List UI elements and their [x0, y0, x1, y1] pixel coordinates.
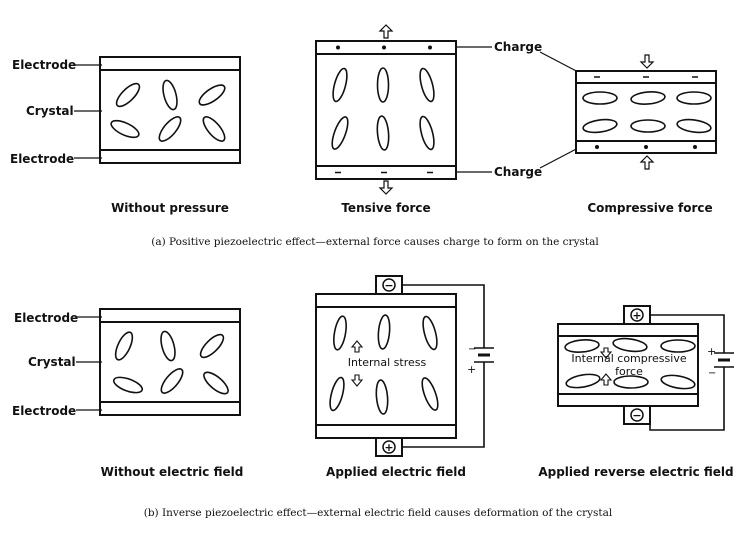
- title-without-pressure: Without pressure: [111, 201, 229, 215]
- battery-plus-sign: +: [467, 363, 476, 376]
- panel-b1-without-field: [99, 308, 241, 416]
- compression-arrow-up-icon: [639, 155, 655, 170]
- panel-a2-tensive-force: [315, 24, 457, 195]
- compression-arrow-down-icon: [639, 54, 655, 69]
- electrode-top: [99, 308, 241, 323]
- battery-icon: [714, 352, 734, 368]
- battery-minus-sign: −: [468, 344, 476, 355]
- circuit-wire: [402, 284, 485, 348]
- label-electrode-bottom-b: Electrode: [12, 404, 76, 418]
- title-compressive-force: Compressive force: [587, 201, 712, 215]
- battery-icon: [474, 347, 494, 363]
- panel-a1-without-pressure: [99, 56, 241, 164]
- compress-arrow-up-icon: [599, 373, 613, 386]
- caption-b: (b) Inverse piezoelectric effect—externa…: [144, 507, 613, 519]
- label-crystal-a: Crystal: [26, 104, 74, 118]
- crystal-particles: [112, 330, 229, 395]
- electrode-bottom: [315, 424, 457, 439]
- label-internal-stress: Internal stress: [348, 356, 427, 369]
- label-electrode-bottom-a: Electrode: [10, 152, 74, 166]
- compress-arrow-down-icon: [599, 347, 613, 359]
- circuit-wire: [402, 362, 485, 448]
- svg-text:+: +: [632, 309, 641, 322]
- crystal-particles: [331, 67, 435, 151]
- svg-text:+: +: [384, 441, 393, 454]
- electrode-bottom: [557, 393, 699, 407]
- svg-text:−: −: [632, 409, 641, 422]
- label-electrode-top-b: Electrode: [14, 311, 78, 325]
- battery-plus-sign: +: [707, 345, 716, 358]
- svg-text:−: −: [384, 279, 393, 292]
- charges-plus: [595, 145, 697, 149]
- panel-b2-applied-field: Internal stress − + − +: [315, 275, 494, 457]
- crystal-particles: [582, 91, 712, 134]
- crystal-particles: [110, 79, 226, 142]
- terminal-positive-icon: +: [375, 437, 403, 457]
- title-applied-electric-field: Applied electric field: [326, 465, 466, 479]
- electrode-top: [99, 56, 241, 71]
- title-applied-reverse-field: Applied reverse electric field: [538, 465, 733, 479]
- label-internal-compressive-1: Internal compressive: [571, 352, 686, 365]
- stress-arrow-down-icon: [350, 374, 364, 387]
- electrode-bottom: [99, 149, 241, 164]
- terminal-positive-icon: +: [623, 305, 651, 325]
- terminal-negative-icon: −: [623, 405, 651, 425]
- panel-b3-reverse-field: Internal compressive force + − + −: [557, 305, 734, 431]
- caption-a: (a) Positive piezoelectric effect—extern…: [151, 236, 599, 248]
- title-without-electric-field: Without electric field: [101, 465, 244, 479]
- battery-minus-sign: −: [708, 368, 716, 379]
- label-internal-compressive-2: force: [615, 365, 643, 378]
- title-tensive-force: Tensive force: [341, 201, 430, 215]
- terminal-negative-icon: −: [375, 275, 403, 295]
- electrode-top: [315, 293, 457, 308]
- tension-arrow-down-icon: [378, 180, 394, 195]
- circuit-wire: [649, 367, 725, 431]
- electrode-bottom: [99, 401, 241, 416]
- label-charge-bottom: Charge: [494, 165, 542, 179]
- electrode-top: [557, 323, 699, 337]
- crystal-particles: [329, 314, 439, 415]
- stress-arrow-up-icon: [350, 340, 364, 353]
- label-charge-top: Charge: [494, 40, 542, 54]
- charges-plus: [336, 45, 432, 50]
- crystal-particles: [564, 337, 696, 390]
- label-crystal-b: Crystal: [28, 355, 76, 369]
- panel-a3-compressive-force: [575, 54, 717, 170]
- tension-arrow-up-icon: [378, 24, 394, 39]
- circuit-wire: [650, 314, 725, 353]
- label-electrode-top-a: Electrode: [12, 58, 76, 72]
